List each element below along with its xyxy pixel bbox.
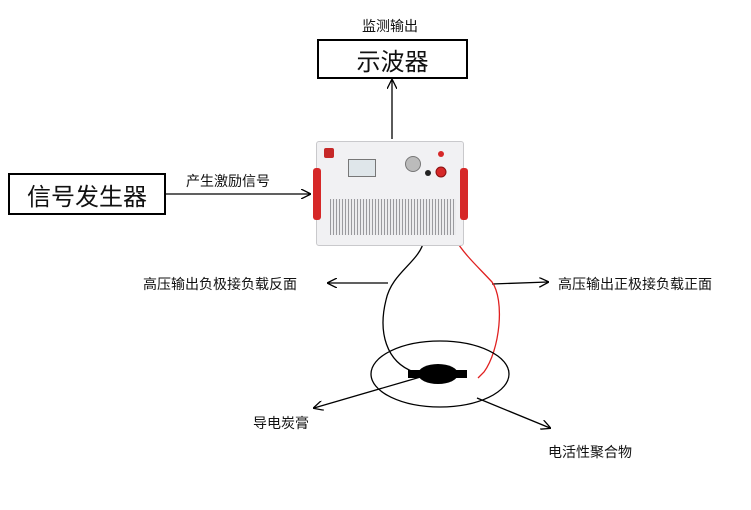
electrode-left: [408, 370, 422, 378]
arrow-conductive-paste: [314, 375, 425, 408]
negative-lead-wire: [382, 173, 429, 373]
amplifier-left-handle: [313, 168, 321, 220]
arrow-polymer: [476, 397, 550, 428]
conductive-paste-label: 导电炭膏: [253, 416, 309, 432]
arrow-positive-label: [491, 282, 548, 284]
positive-output-label: 高压输出正极接负载正面: [558, 277, 712, 293]
positive-terminal: [435, 166, 447, 178]
electrode-right: [455, 370, 467, 378]
signal-generator-label: 信号发生器: [27, 182, 147, 211]
oscilloscope-label: 示波器: [356, 47, 429, 76]
conductive-paste-shape: [418, 364, 458, 384]
excitation-signal-label: 产生激励信号: [186, 174, 270, 190]
monitor-output-label: 监测输出: [362, 19, 418, 35]
polymer-ellipse: [370, 340, 510, 408]
oscilloscope-box: 示波器: [317, 39, 468, 79]
amplifier-grill: [330, 199, 456, 235]
negative-output-label: 高压输出负极接负载反面: [143, 277, 297, 293]
electroactive-polymer-label: 电活性聚合物: [548, 445, 632, 461]
amplifier-knob: [405, 156, 421, 172]
power-indicator: [438, 151, 444, 157]
amplifier-right-handle: [460, 168, 468, 220]
negative-terminal: [425, 170, 431, 176]
amplifier-logo: [324, 148, 334, 158]
signal-generator-box: 信号发生器: [8, 173, 166, 215]
amplifier-screen: [348, 159, 376, 177]
